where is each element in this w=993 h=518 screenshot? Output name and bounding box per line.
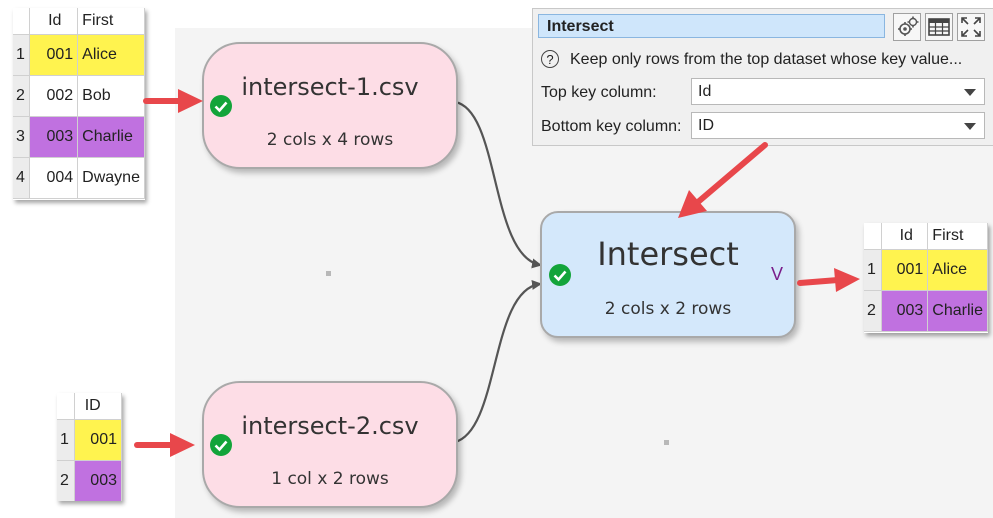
- column-header-first: First: [927, 223, 988, 250]
- input-node-intersect-1[interactable]: intersect-1.csv 2 cols x 4 rows: [202, 42, 458, 169]
- help-icon[interactable]: ?: [541, 50, 559, 68]
- node-title: Intersect: [597, 235, 739, 273]
- node-title: intersect-1.csv: [241, 73, 419, 101]
- table-row: 2 002 Bob: [13, 75, 145, 117]
- red-arrow-icon: [143, 89, 203, 113]
- table-view-button[interactable]: [925, 13, 953, 41]
- table-row: 1 001: [57, 419, 122, 461]
- expand-chevron-icon[interactable]: V: [771, 264, 784, 284]
- transform-description: Keep only rows from the top dataset whos…: [570, 51, 963, 68]
- dropdown-caret-icon: [964, 123, 976, 130]
- transform-name-field[interactable]: Intersect: [538, 14, 885, 38]
- connector-input1-to-intersect: [454, 100, 542, 269]
- red-arrow-icon: [134, 433, 195, 457]
- node-info: 2 cols x 4 rows: [266, 130, 394, 150]
- table-row: 1 001 Alice: [13, 34, 145, 76]
- column-header-first: First: [77, 8, 145, 35]
- column-header-id: Id: [881, 223, 929, 250]
- column-header-id: Id: [29, 8, 79, 35]
- table-row: 3 003 Charlie: [13, 116, 145, 158]
- table-row: 2 003 Charlie: [864, 290, 988, 332]
- red-arrow-icon: [678, 142, 768, 218]
- node-info: 1 col x 2 rows: [271, 469, 389, 489]
- top-key-column-select[interactable]: Id: [691, 78, 985, 105]
- maximize-button[interactable]: [957, 13, 985, 41]
- ok-check-icon: [210, 434, 232, 456]
- ok-check-icon: [210, 95, 232, 117]
- top-key-column-value: Id: [698, 83, 712, 100]
- bottom-key-column-value: ID: [698, 117, 714, 134]
- canvas-grid-dot: [664, 440, 669, 445]
- table-icon: [928, 18, 950, 36]
- node-info: 2 cols x 2 rows: [604, 299, 732, 319]
- table-row: 1 001 Alice: [864, 249, 988, 291]
- bottom-key-column-select[interactable]: ID: [691, 112, 985, 139]
- bottom-key-column-label: Bottom key column:: [541, 118, 682, 135]
- red-arrow-icon: [797, 268, 860, 292]
- expand-arrows-icon: [961, 17, 981, 37]
- canvas-grid-dot: [326, 271, 331, 276]
- table-row: 2 003: [57, 460, 122, 501]
- settings-gear-button[interactable]: [893, 13, 921, 41]
- ok-check-icon: [549, 264, 571, 286]
- input1-data-preview: Id First 1 001 Alice 2 002 Bob 3 003 Cha…: [13, 8, 145, 200]
- table-row: 4 004 Dwayne: [13, 157, 145, 199]
- intersect-transform-node[interactable]: Intersect 2 cols x 2 rows V: [540, 211, 796, 338]
- input-node-intersect-2[interactable]: intersect-2.csv 1 col x 2 rows: [202, 381, 458, 508]
- connector-input2-to-intersect: [454, 280, 542, 444]
- output-data-preview: Id First 1 001 Alice 2 003 Charlie: [864, 223, 988, 333]
- gears-icon: [898, 16, 919, 36]
- input2-data-preview: ID 1 001 2 003: [57, 393, 122, 501]
- node-title: intersect-2.csv: [241, 412, 419, 440]
- top-key-column-label: Top key column:: [541, 84, 657, 101]
- dropdown-caret-icon: [964, 89, 976, 96]
- column-header-id: ID: [74, 393, 122, 420]
